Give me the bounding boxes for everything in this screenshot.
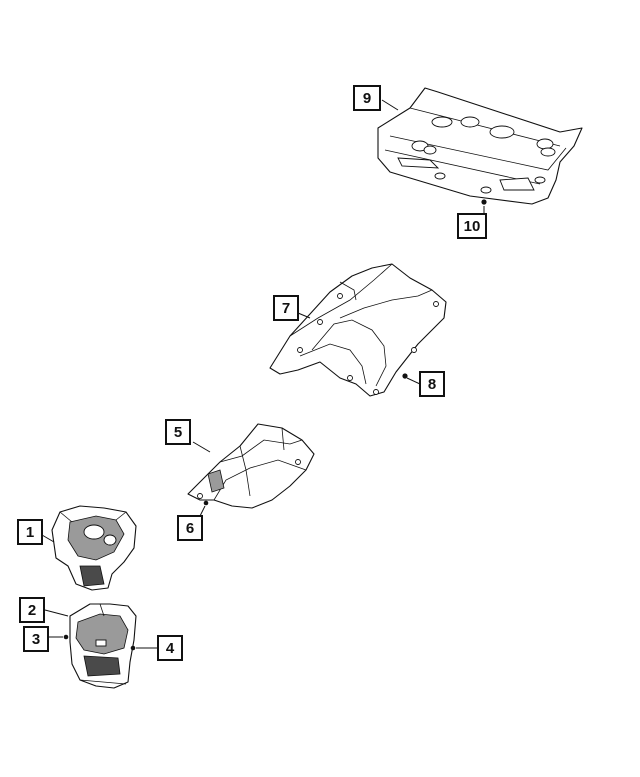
heat-shield-part-9 — [377, 87, 583, 205]
manifold-heat-shield-part-1 — [51, 505, 137, 591]
svg-text:8: 8 — [428, 376, 436, 393]
callout-5: 5 — [165, 419, 191, 445]
svg-text:3: 3 — [32, 631, 40, 648]
leader-line-2 — [44, 609, 69, 617]
manifold-heat-shield-part-2 — [69, 603, 137, 689]
svg-text:6: 6 — [186, 520, 194, 537]
leader-line-5 — [192, 441, 211, 453]
leader-line-8 — [406, 377, 421, 385]
callout-3: 3 — [23, 626, 49, 652]
callout-4: 4 — [157, 635, 183, 661]
leader-line-9 — [381, 99, 399, 111]
svg-text:1: 1 — [26, 524, 34, 541]
heat-shield-part-7 — [269, 263, 447, 397]
fastener-part-3 — [63, 634, 69, 640]
callout-8: 8 — [419, 371, 445, 397]
fastener-part-8 — [402, 373, 408, 379]
callout-10: 10 — [457, 213, 487, 239]
callout-1: 1 — [17, 519, 43, 545]
fastener-part-6 — [203, 500, 209, 506]
svg-text:9: 9 — [363, 90, 371, 107]
fastener-part-4 — [130, 645, 136, 651]
svg-text:7: 7 — [282, 300, 290, 317]
leader-line-7 — [297, 312, 311, 319]
svg-text:10: 10 — [464, 218, 481, 235]
svg-text:5: 5 — [174, 424, 182, 441]
svg-text:4: 4 — [166, 640, 175, 657]
callout-6: 6 — [177, 515, 203, 541]
leader-line-1 — [41, 534, 55, 543]
leader-line-6 — [199, 505, 206, 517]
svg-text:2: 2 — [28, 602, 36, 619]
callout-7: 7 — [273, 295, 299, 321]
fastener-part-10 — [481, 199, 487, 205]
callout-9: 9 — [353, 85, 381, 111]
callout-2: 2 — [19, 597, 45, 623]
heat-shield-part-5 — [187, 423, 315, 509]
